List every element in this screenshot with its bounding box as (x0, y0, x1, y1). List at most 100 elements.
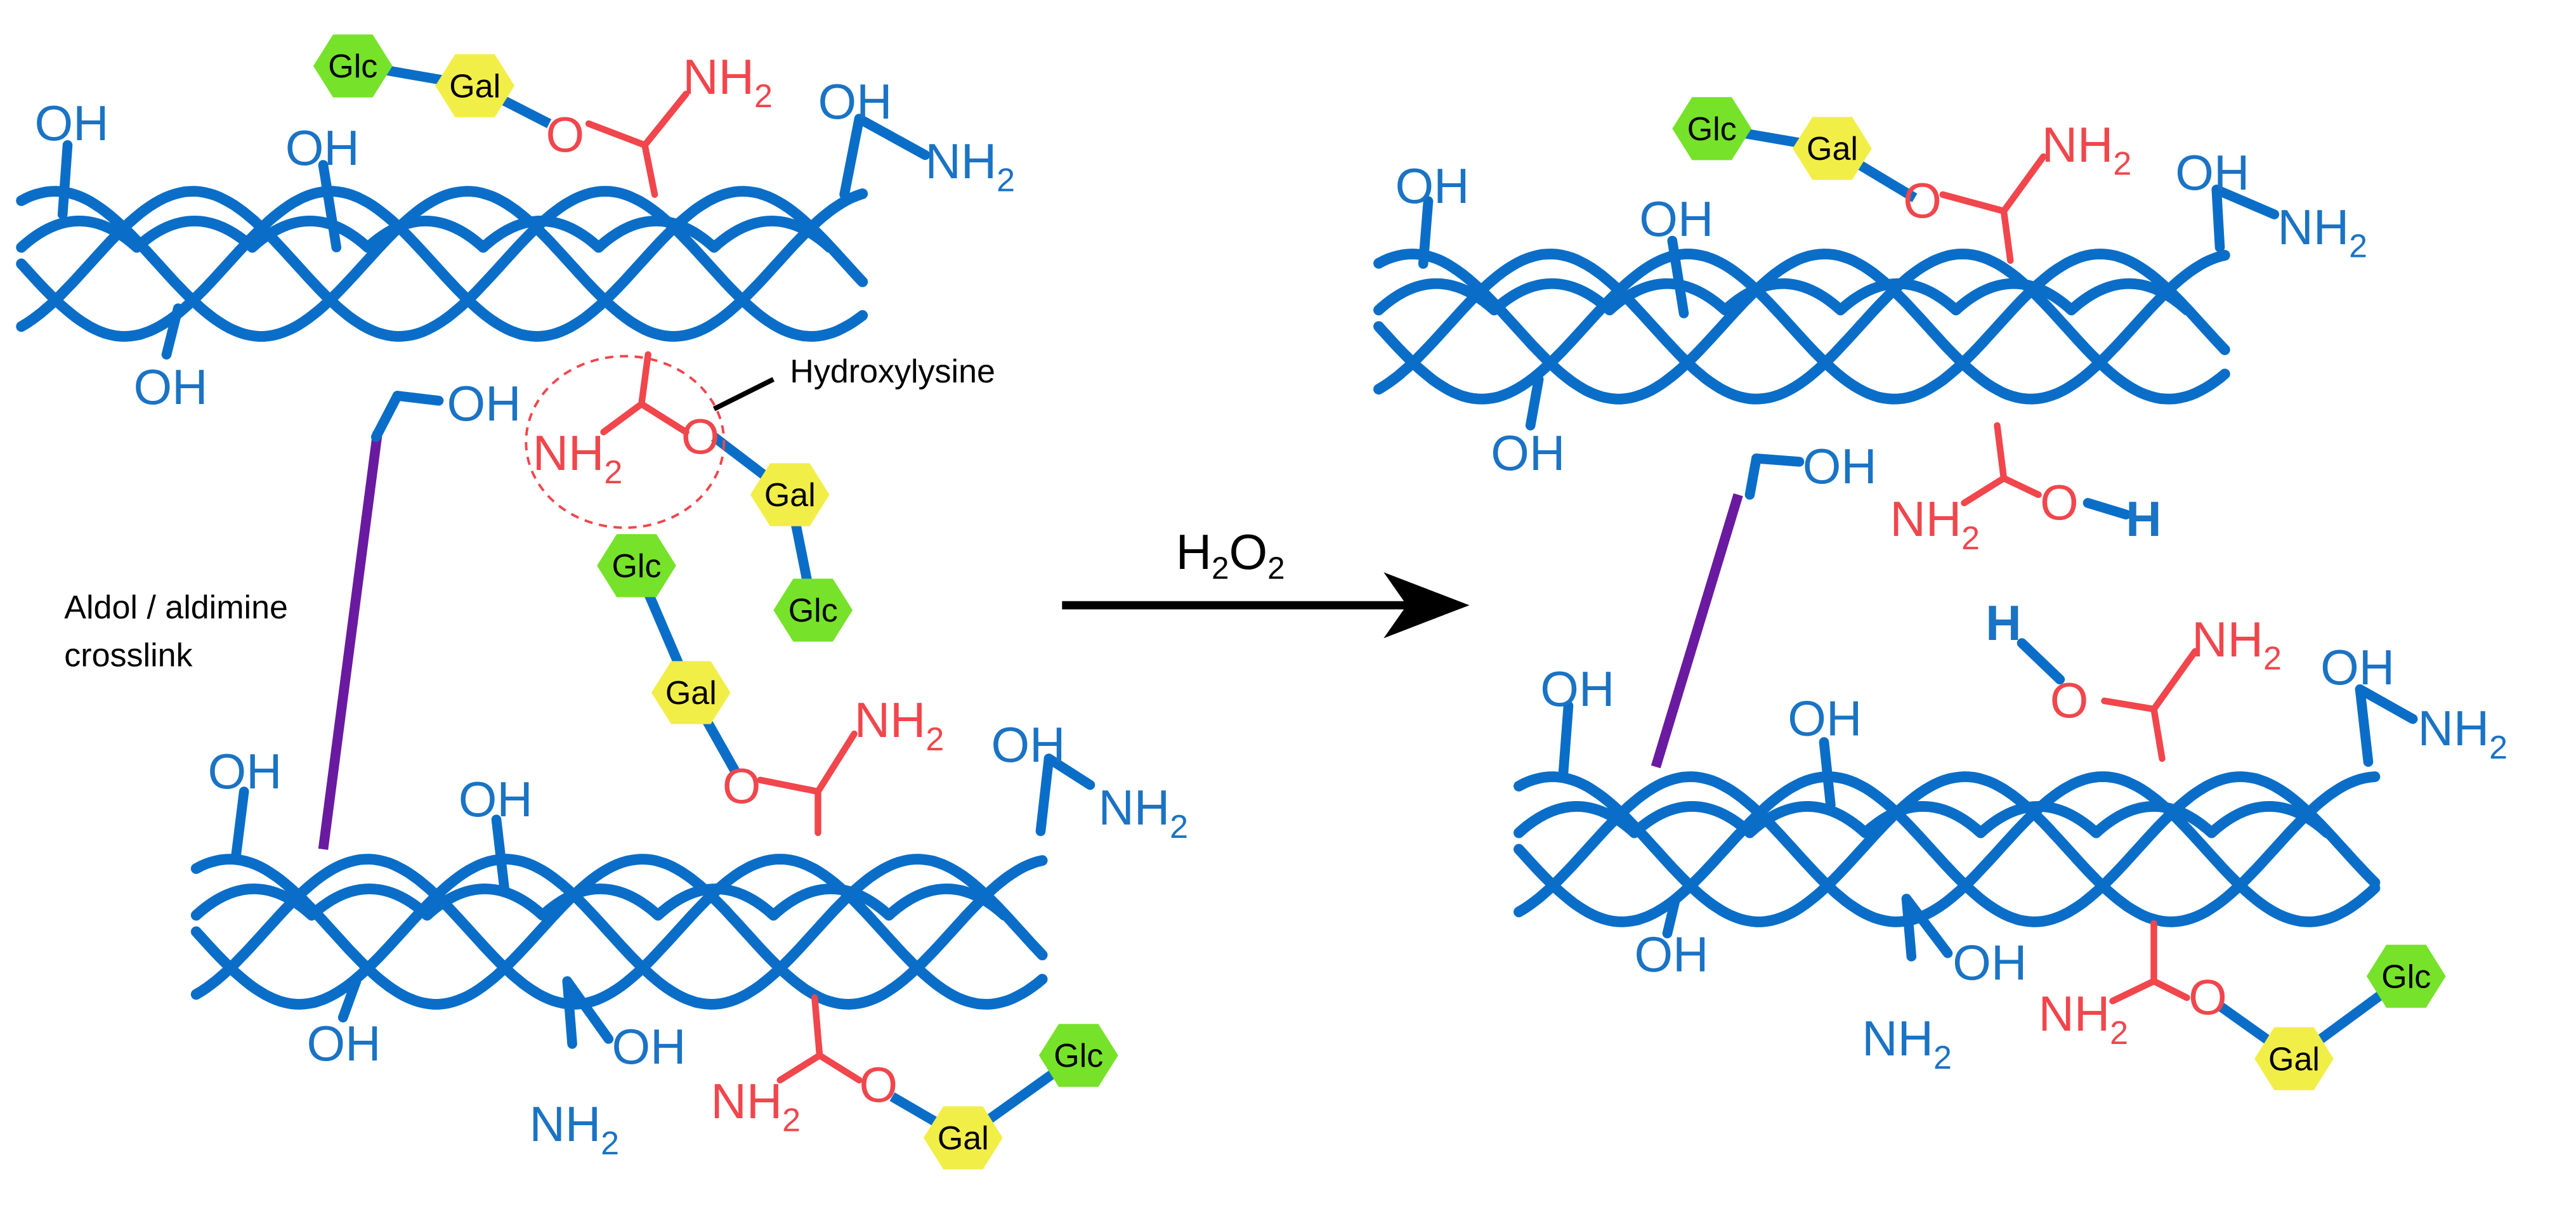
o-label: O (2188, 969, 2227, 1025)
oh-label: OH (818, 74, 892, 129)
oh-label: OH (1803, 438, 1877, 494)
gal-hexagon (2254, 1027, 2334, 1090)
nh2-label: NH2 (2417, 700, 2507, 766)
nh2-label: NH2 (530, 1096, 620, 1162)
highlight-circle (525, 355, 726, 529)
oh-label: OH (447, 375, 521, 431)
o-label: O (546, 107, 584, 162)
helix-strand (16, 186, 868, 342)
aldol-crosslink-left (318, 431, 383, 851)
gal-residue: Gal (435, 54, 515, 117)
glc-residue: Glc (313, 34, 393, 98)
oh-label: OH (1396, 158, 1470, 214)
glc-residue: Glc (597, 534, 676, 597)
gal-hexagon (1793, 117, 1872, 180)
oh-label: OH (1491, 425, 1565, 481)
hydroxylysine-bonds (585, 91, 2199, 1084)
glc-hexagon (597, 534, 676, 597)
helix-right-bottom (1514, 771, 2381, 927)
reaction-arrow: H2O2 (1062, 524, 1470, 639)
oh-label: OH (1635, 926, 1709, 982)
oh-label: OH (611, 1019, 686, 1074)
crosslink-annotation: Aldol / aldimine crosslink (64, 589, 288, 674)
gal-residue: Gal (2254, 1027, 2334, 1090)
crosslink-label-line2: crosslink (64, 637, 193, 674)
gal-label: Gal (1807, 131, 1858, 167)
nh2-label: NH2 (2277, 199, 2367, 265)
helix-strand (16, 186, 868, 342)
hydroxylysine-pointer (712, 377, 775, 412)
helix-strand (16, 186, 868, 342)
h-label: H (2126, 491, 2161, 547)
gal-label: Gal (938, 1120, 989, 1157)
helix-strand (1373, 248, 2230, 405)
helix-backbone (1373, 278, 2192, 316)
glc-residue: Glc (773, 578, 853, 642)
gal-label: Gal (2268, 1041, 2320, 1078)
helix-strand (1514, 771, 2381, 927)
helix-strand (1514, 771, 2381, 927)
helix-strand (190, 854, 1048, 1010)
gal-residue: Gal (651, 661, 731, 724)
gal-hexagon (923, 1106, 1003, 1170)
helix-right-top (1373, 248, 2230, 405)
h-label: H (1985, 595, 2021, 651)
oh-label: OH (2320, 639, 2395, 695)
glc-hexagon (313, 34, 393, 98)
glc-hexagon (773, 578, 853, 642)
glc-label: Glc (2381, 958, 2431, 995)
oh-label: OH (208, 743, 282, 799)
o-label: O (1903, 173, 1942, 228)
oh-label: OH (459, 771, 533, 827)
gal-residue: Gal (923, 1106, 1003, 1170)
helix-left-bottom (190, 854, 1048, 1010)
aldol-crosslink-right (1651, 493, 1743, 769)
helix-strand (190, 854, 1048, 1010)
glc-label: Glc (611, 548, 661, 585)
o-label: O (2040, 474, 2079, 530)
side-chain-stems (57, 114, 2418, 1049)
gal-residue: Gal (1793, 117, 1872, 180)
helix-backbone (1514, 800, 2332, 838)
oh-label: OH (134, 359, 208, 415)
o-label: O (860, 1057, 898, 1112)
crosslinks (318, 431, 1743, 851)
oh-label: OH (1639, 191, 1713, 247)
helix-strand (1373, 248, 2230, 405)
nh2-label: NH2 (711, 1073, 801, 1139)
gal-label: Gal (449, 68, 500, 105)
helix-strand (1514, 771, 2381, 927)
gal-label: Gal (665, 675, 717, 712)
gal-residue: Gal (750, 463, 830, 526)
gal-hexagon (435, 54, 515, 117)
gal-label: Gal (764, 477, 816, 514)
oh-label: OH (285, 120, 360, 176)
hydroxylysine-label: Hydroxylysine (790, 353, 995, 390)
glc-hexagon (1672, 97, 1752, 160)
o-label: O (2050, 672, 2089, 728)
hydroxylysine-highlight: Hydroxylysine (525, 353, 995, 529)
collagen-helices (16, 186, 2381, 1010)
glc-residue: Glc (1038, 1024, 1118, 1087)
glc-hexagon (1038, 1024, 1118, 1087)
arrow-head (1383, 572, 1470, 639)
glc-residue: Glc (1672, 97, 1752, 160)
glc-hexagon (2366, 944, 2446, 1008)
crosslink-label-line1: Aldol / aldimine (64, 589, 288, 626)
nh2-label: NH2 (533, 425, 623, 491)
nh2-label: NH2 (683, 49, 773, 115)
nh2-label: NH2 (2192, 611, 2282, 677)
glc-label: Glc (1687, 111, 1737, 148)
reagent-label: H2O2 (1176, 524, 1285, 586)
gal-hexagon (651, 661, 731, 724)
nh2-label: NH2 (2039, 986, 2129, 1052)
gal-hexagon (750, 463, 830, 526)
o-label: O (722, 758, 761, 814)
oh-label: OH (1540, 661, 1614, 717)
nh2-label: NH2 (1098, 780, 1188, 845)
nh2-label: NH2 (854, 692, 945, 758)
oh-label: OH (1952, 934, 2027, 990)
